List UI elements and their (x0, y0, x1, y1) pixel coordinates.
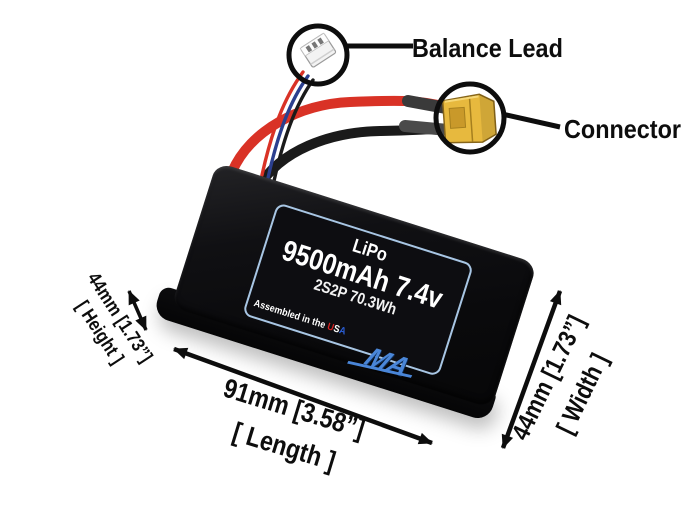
height-dimension-arrow (127, 290, 148, 331)
black-wire-sleeve (399, 120, 454, 136)
xt60-connector-icon (441, 93, 497, 144)
balance-lead-callout-label: Balance Lead (412, 33, 563, 63)
balance-wire-blue (266, 74, 310, 180)
balance-callout-circle (286, 23, 350, 87)
width-dimension-arrow (500, 290, 563, 449)
length-dimension-arrow (173, 346, 433, 446)
connector-callout-label: Connector (564, 114, 681, 144)
connector-callout-line (501, 111, 561, 130)
balance-connector-icon (299, 32, 337, 68)
balance-wire-black (272, 78, 315, 183)
balance-wire-red (260, 70, 305, 177)
connector-callout-circle (433, 81, 507, 155)
